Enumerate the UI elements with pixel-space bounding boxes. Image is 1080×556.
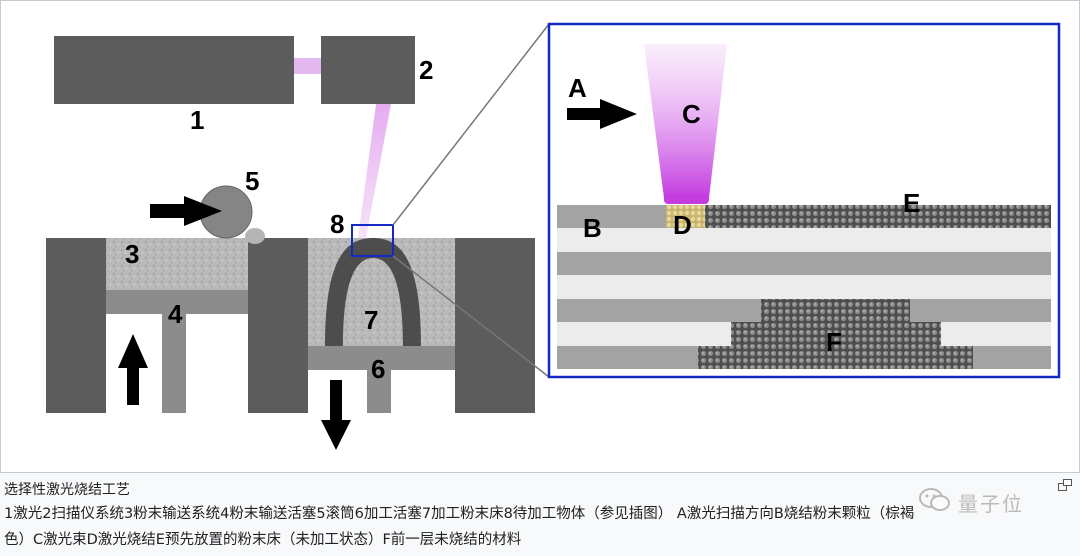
previous-layer-3 bbox=[698, 346, 973, 369]
fabrication-piston-rod bbox=[367, 370, 391, 413]
caption-title: 选择性激光烧结工艺 bbox=[4, 482, 130, 498]
sintered-spot bbox=[666, 205, 705, 228]
caption-line-1: 1激光2扫描仪系统3粉末输送系统4粉末输送活塞5滚筒6加工活塞7加工粉末床8待加… bbox=[4, 506, 915, 522]
zoom-region-box bbox=[351, 224, 394, 257]
layer-band-2 bbox=[557, 252, 1051, 275]
delivery-piston-rod bbox=[162, 314, 186, 413]
layer-band-light-2 bbox=[557, 275, 1051, 299]
watermark-text: 量子位 bbox=[958, 492, 1024, 516]
label-6: 6 bbox=[371, 354, 385, 384]
caption-panel: 选择性激光烧结工艺 1激光2扫描仪系统3粉末输送系统4粉末输送活塞5滚筒6加工活… bbox=[0, 472, 1080, 556]
fabricated-object bbox=[325, 238, 421, 346]
delivery-powder bbox=[106, 238, 248, 290]
label-d: D bbox=[673, 210, 692, 240]
label-7: 7 bbox=[364, 305, 378, 335]
label-3: 3 bbox=[125, 239, 139, 269]
laser-unit bbox=[54, 36, 294, 104]
enlarge-icon[interactable] bbox=[1058, 479, 1072, 491]
label-1: 1 bbox=[190, 105, 204, 135]
label-f: F bbox=[826, 327, 842, 357]
label-4: 4 bbox=[168, 299, 183, 329]
caption-line-2: 色）C激光束D激光烧结E预先放置的粉末床（未加工状态）F前一层未烧结的材料 bbox=[4, 532, 522, 548]
delivery-piston-plate bbox=[106, 290, 248, 314]
label-8: 8 bbox=[330, 209, 344, 239]
label-e: E bbox=[903, 188, 920, 218]
label-2: 2 bbox=[419, 55, 433, 85]
zoom-connector-bottom bbox=[392, 255, 550, 378]
laser-beam-tip bbox=[664, 194, 709, 204]
label-b: B bbox=[583, 213, 602, 243]
left-outer-wall bbox=[46, 238, 106, 413]
label-5: 5 bbox=[245, 166, 259, 196]
down-arrow bbox=[321, 380, 351, 450]
wechat-icon bbox=[919, 488, 950, 511]
preplaced-powder-bed bbox=[705, 205, 1051, 228]
scan-direction-arrow bbox=[567, 99, 637, 129]
previous-layer-1 bbox=[761, 299, 910, 322]
previous-layer-2 bbox=[731, 322, 941, 346]
inset-panel bbox=[547, 22, 1061, 379]
caption-body: 1激光2扫描仪系统3粉末输送系统4粉末输送活塞5滚筒6加工活塞7加工粉末床8待加… bbox=[4, 501, 1076, 553]
sls-diagram: 1 2 3 4 5 6 7 8 A B C D E F bbox=[46, 22, 1061, 450]
layer-band-light-1 bbox=[557, 228, 1051, 252]
label-a: A bbox=[568, 73, 587, 103]
scanner-unit bbox=[321, 36, 415, 104]
laser-beam-horizontal bbox=[294, 58, 321, 74]
roller-powder-pile bbox=[245, 228, 265, 244]
roller-direction-arrow bbox=[150, 196, 222, 226]
watermark: 量子位 bbox=[918, 486, 1058, 516]
left-inner-wall bbox=[248, 238, 308, 413]
up-arrow bbox=[118, 334, 148, 405]
fabrication-piston-plate bbox=[308, 346, 455, 370]
zoom-connector-top bbox=[392, 23, 550, 226]
laser-beam-c bbox=[644, 44, 727, 198]
laser-beam-to-bed bbox=[358, 104, 391, 238]
right-outer-wall bbox=[455, 238, 535, 413]
label-c: C bbox=[682, 99, 701, 129]
